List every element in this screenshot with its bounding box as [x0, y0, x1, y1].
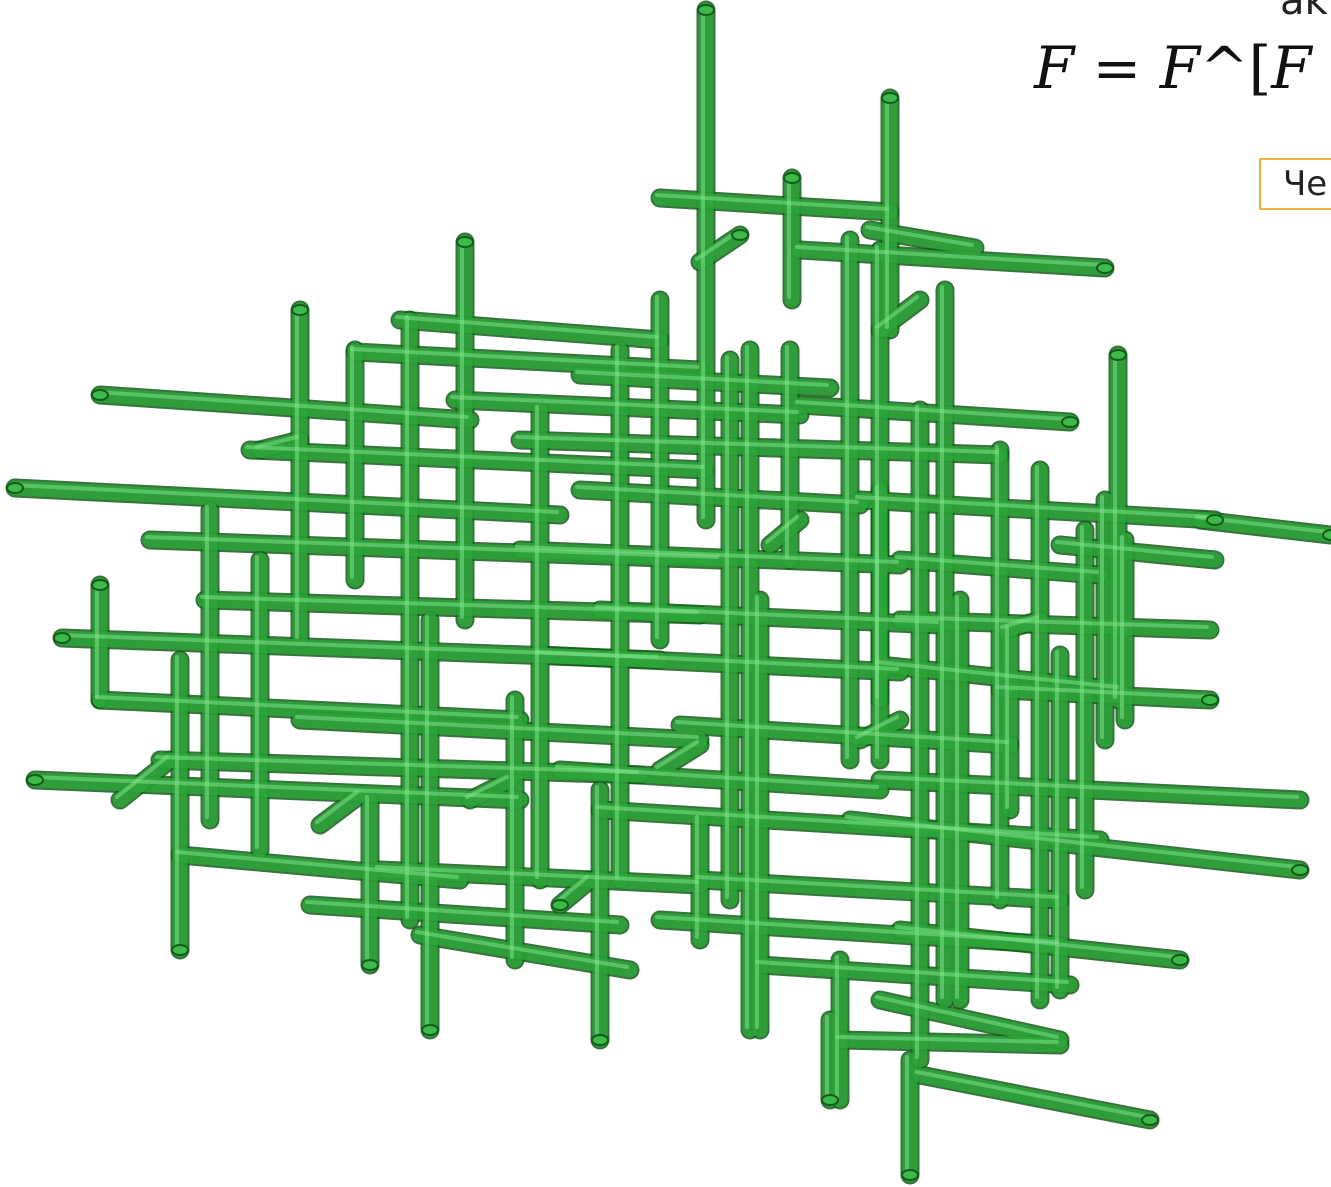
tube-cap — [362, 960, 378, 970]
tube-cap — [172, 945, 188, 955]
tube-cap — [1097, 263, 1113, 273]
header-partial-text: ak — [1280, 0, 1328, 24]
tube-cap — [1110, 350, 1126, 360]
tube-cap — [698, 5, 714, 15]
tube-highlight — [917, 1072, 1147, 1117]
tube-cap — [1142, 1115, 1158, 1125]
tube — [400, 320, 660, 340]
tube — [310, 905, 620, 925]
tube-cap — [292, 305, 308, 315]
tube-cap — [1062, 417, 1078, 427]
tube-cap — [1172, 955, 1188, 965]
tube-cap — [7, 483, 23, 493]
tube-cap — [422, 1025, 438, 1035]
tube-cap — [27, 775, 43, 785]
tube-cap — [822, 1095, 838, 1105]
tube-cap — [552, 900, 568, 910]
formula-inner-var: F — [1271, 34, 1311, 102]
tube-cap — [902, 1170, 918, 1180]
tube — [920, 1075, 1150, 1120]
tube-cap — [54, 633, 70, 643]
formula: F = F^[F , — [1034, 34, 1331, 102]
tube-cap — [882, 93, 898, 103]
tube-cap — [592, 1035, 608, 1045]
tube — [660, 198, 890, 212]
tube-cap — [1202, 695, 1218, 705]
tube-cap — [1292, 865, 1308, 875]
formula-equals: = — [1074, 34, 1159, 102]
tube — [35, 780, 520, 800]
tube-cap — [1207, 515, 1223, 525]
tube — [660, 745, 700, 770]
formula-tail: , — [1311, 34, 1331, 102]
tube-cap — [784, 173, 800, 183]
mode-button[interactable]: Че — [1259, 158, 1331, 210]
tube-cap — [1323, 530, 1331, 540]
tube-cap — [732, 230, 748, 240]
formula-rhs-var: F — [1160, 34, 1200, 102]
tube-cap — [457, 237, 473, 247]
tube-cap — [92, 580, 108, 590]
formula-caret-bracket: ^[ — [1200, 34, 1271, 102]
tube — [300, 720, 700, 740]
tube-cap — [92, 390, 108, 400]
formula-lhs: F — [1034, 34, 1074, 102]
